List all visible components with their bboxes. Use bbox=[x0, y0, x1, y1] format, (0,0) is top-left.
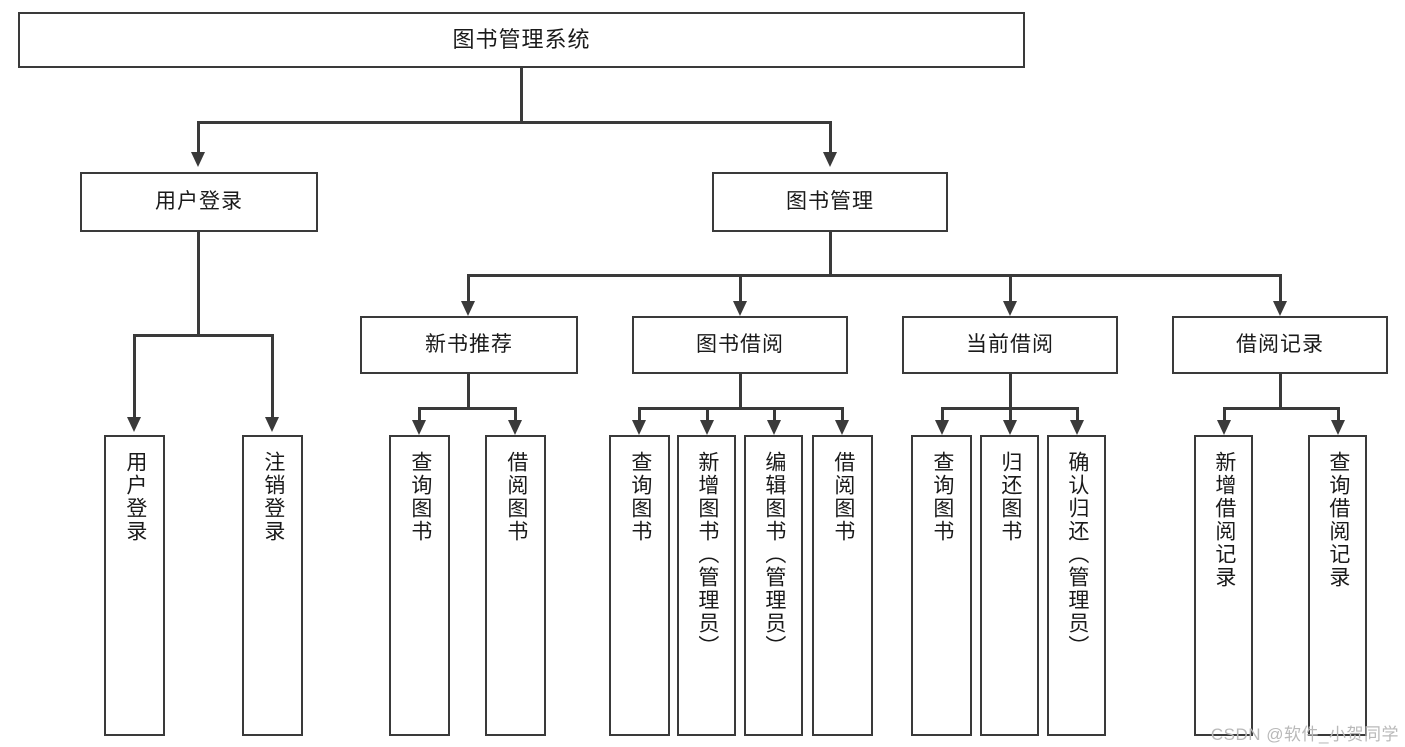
arrowhead-book-borrow bbox=[733, 301, 747, 316]
edge-book-borrow-to-leaf7 bbox=[773, 407, 776, 421]
node-leaf-1[interactable]: 用户登录 bbox=[104, 435, 165, 736]
node-new-book-rec-label: 新书推荐 bbox=[425, 333, 513, 357]
edge-bm-to-book-borrow bbox=[739, 274, 742, 302]
arrowhead-leaf7 bbox=[767, 420, 781, 435]
node-leaf-11-label: 确认归还（管理员） bbox=[1065, 451, 1089, 658]
edge-book-borrow-to-leaf5 bbox=[638, 407, 641, 421]
node-leaf-4-label: 借阅图书 bbox=[504, 451, 528, 543]
node-leaf-5-label: 查询图书 bbox=[628, 451, 652, 543]
node-leaf-11[interactable]: 确认归还（管理员） bbox=[1047, 435, 1106, 736]
arrowhead-new-book-rec bbox=[461, 301, 475, 316]
arrowhead-leaf13 bbox=[1331, 420, 1345, 435]
arrowhead-leaf12 bbox=[1217, 420, 1231, 435]
node-user-login-label: 用户登录 bbox=[155, 190, 243, 214]
edge-borrow-record-stem bbox=[1279, 374, 1282, 409]
edge-root-stem bbox=[520, 68, 523, 123]
edge-borrow-record-to-leaf12 bbox=[1223, 407, 1226, 421]
node-book-manage-label: 图书管理 bbox=[786, 190, 874, 214]
node-leaf-6[interactable]: 新增图书（管理员） bbox=[677, 435, 736, 736]
edge-current-borrow-stem bbox=[1009, 374, 1012, 409]
arrowhead-leaf5 bbox=[632, 420, 646, 435]
node-leaf-7[interactable]: 编辑图书（管理员） bbox=[744, 435, 803, 736]
node-leaf-8-label: 借阅图书 bbox=[831, 451, 855, 543]
edge-level2-bar bbox=[467, 274, 1279, 277]
edge-root-to-user-login bbox=[197, 121, 200, 153]
node-leaf-8[interactable]: 借阅图书 bbox=[812, 435, 873, 736]
arrowhead-leaf4 bbox=[508, 420, 522, 435]
edge-new-book-rec-to-leaf3 bbox=[418, 407, 421, 421]
node-root-label: 图书管理系统 bbox=[452, 26, 591, 52]
edge-bm-to-borrow-record bbox=[1279, 274, 1282, 302]
edge-book-borrow-to-leaf8 bbox=[841, 407, 844, 421]
node-leaf-13[interactable]: 查询借阅记录 bbox=[1308, 435, 1367, 736]
arrowhead-leaf6 bbox=[700, 420, 714, 435]
edge-user-login-to-leaf2 bbox=[271, 334, 274, 418]
edge-user-login-stem bbox=[197, 232, 200, 335]
node-leaf-3-label: 查询图书 bbox=[408, 451, 432, 543]
edge-user-login-bar bbox=[133, 334, 272, 337]
edge-book-borrow-stem bbox=[739, 374, 742, 409]
edge-book-manage-stem bbox=[829, 232, 832, 276]
node-current-borrow[interactable]: 当前借阅 bbox=[902, 316, 1118, 374]
node-leaf-4[interactable]: 借阅图书 bbox=[485, 435, 546, 736]
node-leaf-1-label: 用户登录 bbox=[123, 451, 147, 543]
node-current-borrow-label: 当前借阅 bbox=[966, 333, 1054, 357]
arrowhead-current-borrow bbox=[1003, 301, 1017, 316]
node-leaf-3[interactable]: 查询图书 bbox=[389, 435, 450, 736]
node-leaf-10-label: 归还图书 bbox=[998, 451, 1022, 543]
node-leaf-2[interactable]: 注销登录 bbox=[242, 435, 303, 736]
node-leaf-10[interactable]: 归还图书 bbox=[980, 435, 1039, 736]
edge-current-borrow-to-leaf10 bbox=[1009, 407, 1012, 421]
arrowhead-leaf10 bbox=[1003, 420, 1017, 435]
edge-new-book-rec-stem bbox=[467, 374, 470, 409]
node-leaf-6-label: 新增图书（管理员） bbox=[695, 451, 719, 658]
node-leaf-9-label: 查询图书 bbox=[930, 451, 954, 543]
csdn-watermark: CSDN @软件_小贺同学 bbox=[1210, 725, 1399, 744]
node-new-book-rec[interactable]: 新书推荐 bbox=[360, 316, 578, 374]
edge-new-book-rec-bar bbox=[418, 407, 516, 410]
edge-current-borrow-to-leaf9 bbox=[941, 407, 944, 421]
node-leaf-9[interactable]: 查询图书 bbox=[911, 435, 972, 736]
edge-borrow-record-bar bbox=[1223, 407, 1339, 410]
edge-borrow-record-to-leaf13 bbox=[1337, 407, 1340, 421]
edge-root-to-book-manage bbox=[829, 121, 832, 153]
node-book-borrow[interactable]: 图书借阅 bbox=[632, 316, 848, 374]
node-leaf-2-label: 注销登录 bbox=[261, 451, 285, 543]
node-leaf-13-label: 查询借阅记录 bbox=[1326, 451, 1350, 589]
edge-bm-to-current-borrow bbox=[1009, 274, 1012, 302]
node-book-manage[interactable]: 图书管理 bbox=[712, 172, 948, 232]
arrowhead-leaf8 bbox=[835, 420, 849, 435]
node-borrow-record[interactable]: 借阅记录 bbox=[1172, 316, 1388, 374]
edge-current-borrow-to-leaf11 bbox=[1076, 407, 1079, 421]
edge-book-borrow-bar bbox=[638, 407, 844, 410]
arrowhead-book-manage bbox=[823, 152, 837, 167]
node-user-login[interactable]: 用户登录 bbox=[80, 172, 318, 232]
node-leaf-12[interactable]: 新增借阅记录 bbox=[1194, 435, 1253, 736]
arrowhead-borrow-record bbox=[1273, 301, 1287, 316]
edge-user-login-to-leaf1 bbox=[133, 334, 136, 418]
arrowhead-leaf3 bbox=[412, 420, 426, 435]
arrowhead-leaf1 bbox=[127, 417, 141, 432]
node-leaf-5[interactable]: 查询图书 bbox=[609, 435, 670, 736]
node-leaf-12-label: 新增借阅记录 bbox=[1212, 451, 1236, 589]
node-root[interactable]: 图书管理系统 bbox=[18, 12, 1025, 68]
node-leaf-7-label: 编辑图书（管理员） bbox=[762, 451, 786, 658]
edge-new-book-rec-to-leaf4 bbox=[514, 407, 517, 421]
edge-level1-bar bbox=[197, 121, 832, 124]
node-book-borrow-label: 图书借阅 bbox=[696, 333, 784, 357]
arrowhead-leaf9 bbox=[935, 420, 949, 435]
arrowhead-leaf11 bbox=[1070, 420, 1084, 435]
arrowhead-user-login bbox=[191, 152, 205, 167]
node-borrow-record-label: 借阅记录 bbox=[1236, 333, 1324, 357]
edge-book-borrow-to-leaf6 bbox=[706, 407, 709, 421]
edge-bm-to-new-book-rec bbox=[467, 274, 470, 302]
arrowhead-leaf2 bbox=[265, 417, 279, 432]
